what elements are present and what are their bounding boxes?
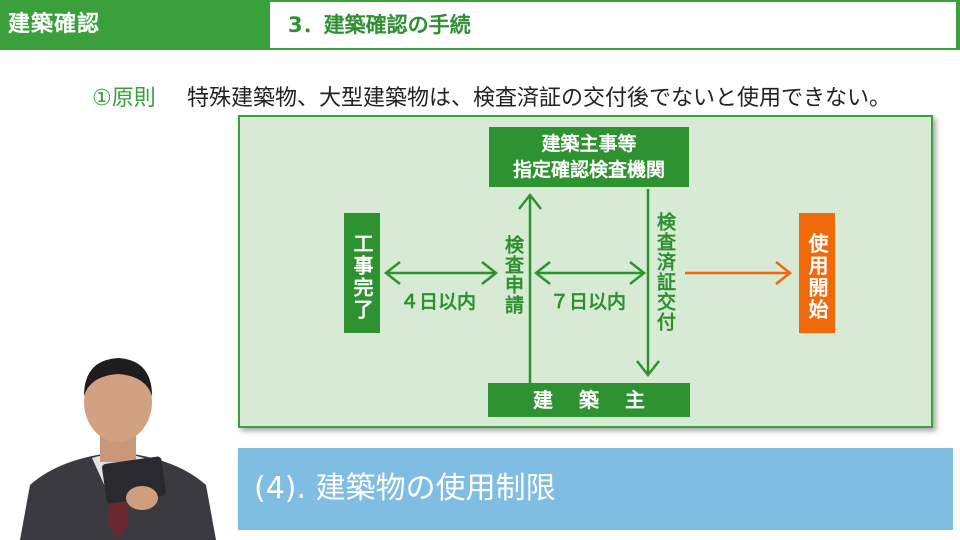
procedure-diagram: 建築主事等 指定確認検査機関 建築主 工事完了 使用開始 検査申請 検査済証交付… [238,115,933,428]
certificate-issue-label: 検査済証交付 [654,212,676,332]
agency-line2: 指定確認検査機関 [512,159,665,181]
slide-title: 3．建築確認の手続 [268,0,958,50]
within-7-days-label: ７日以内 [550,291,627,313]
arrow-certificate-issue [636,189,660,378]
arrow-within-7-days [533,261,647,285]
agency-line1: 建築主事等 [541,133,637,155]
principle-label: ①原則 [92,86,156,111]
within-4-days-label: ４日以内 [400,291,477,313]
arrow-to-use-start [685,261,793,285]
principle-text: 特殊建築物、大型建築物は、検査済証の交付後でないと使用できない。 [187,86,892,111]
use-start-box: 使用開始 [799,213,835,333]
arrow-inspection-request [518,192,542,383]
section-banner: (4). 建築物の使用制限 [238,448,953,530]
construction-complete-box: 工事完了 [344,213,380,333]
arrow-within-4-days [383,261,499,285]
header-bar: 建築確認 3．建築確認の手続 [0,0,960,50]
owner-box: 建築主 [488,383,690,417]
presenter-video [20,358,216,540]
diagram-arrows [383,189,793,383]
agency-box: 建築主事等 指定確認検査機関 [489,127,689,187]
section-title: 建築確認 [0,0,268,50]
inspection-request-label: 検査申請 [502,235,524,315]
